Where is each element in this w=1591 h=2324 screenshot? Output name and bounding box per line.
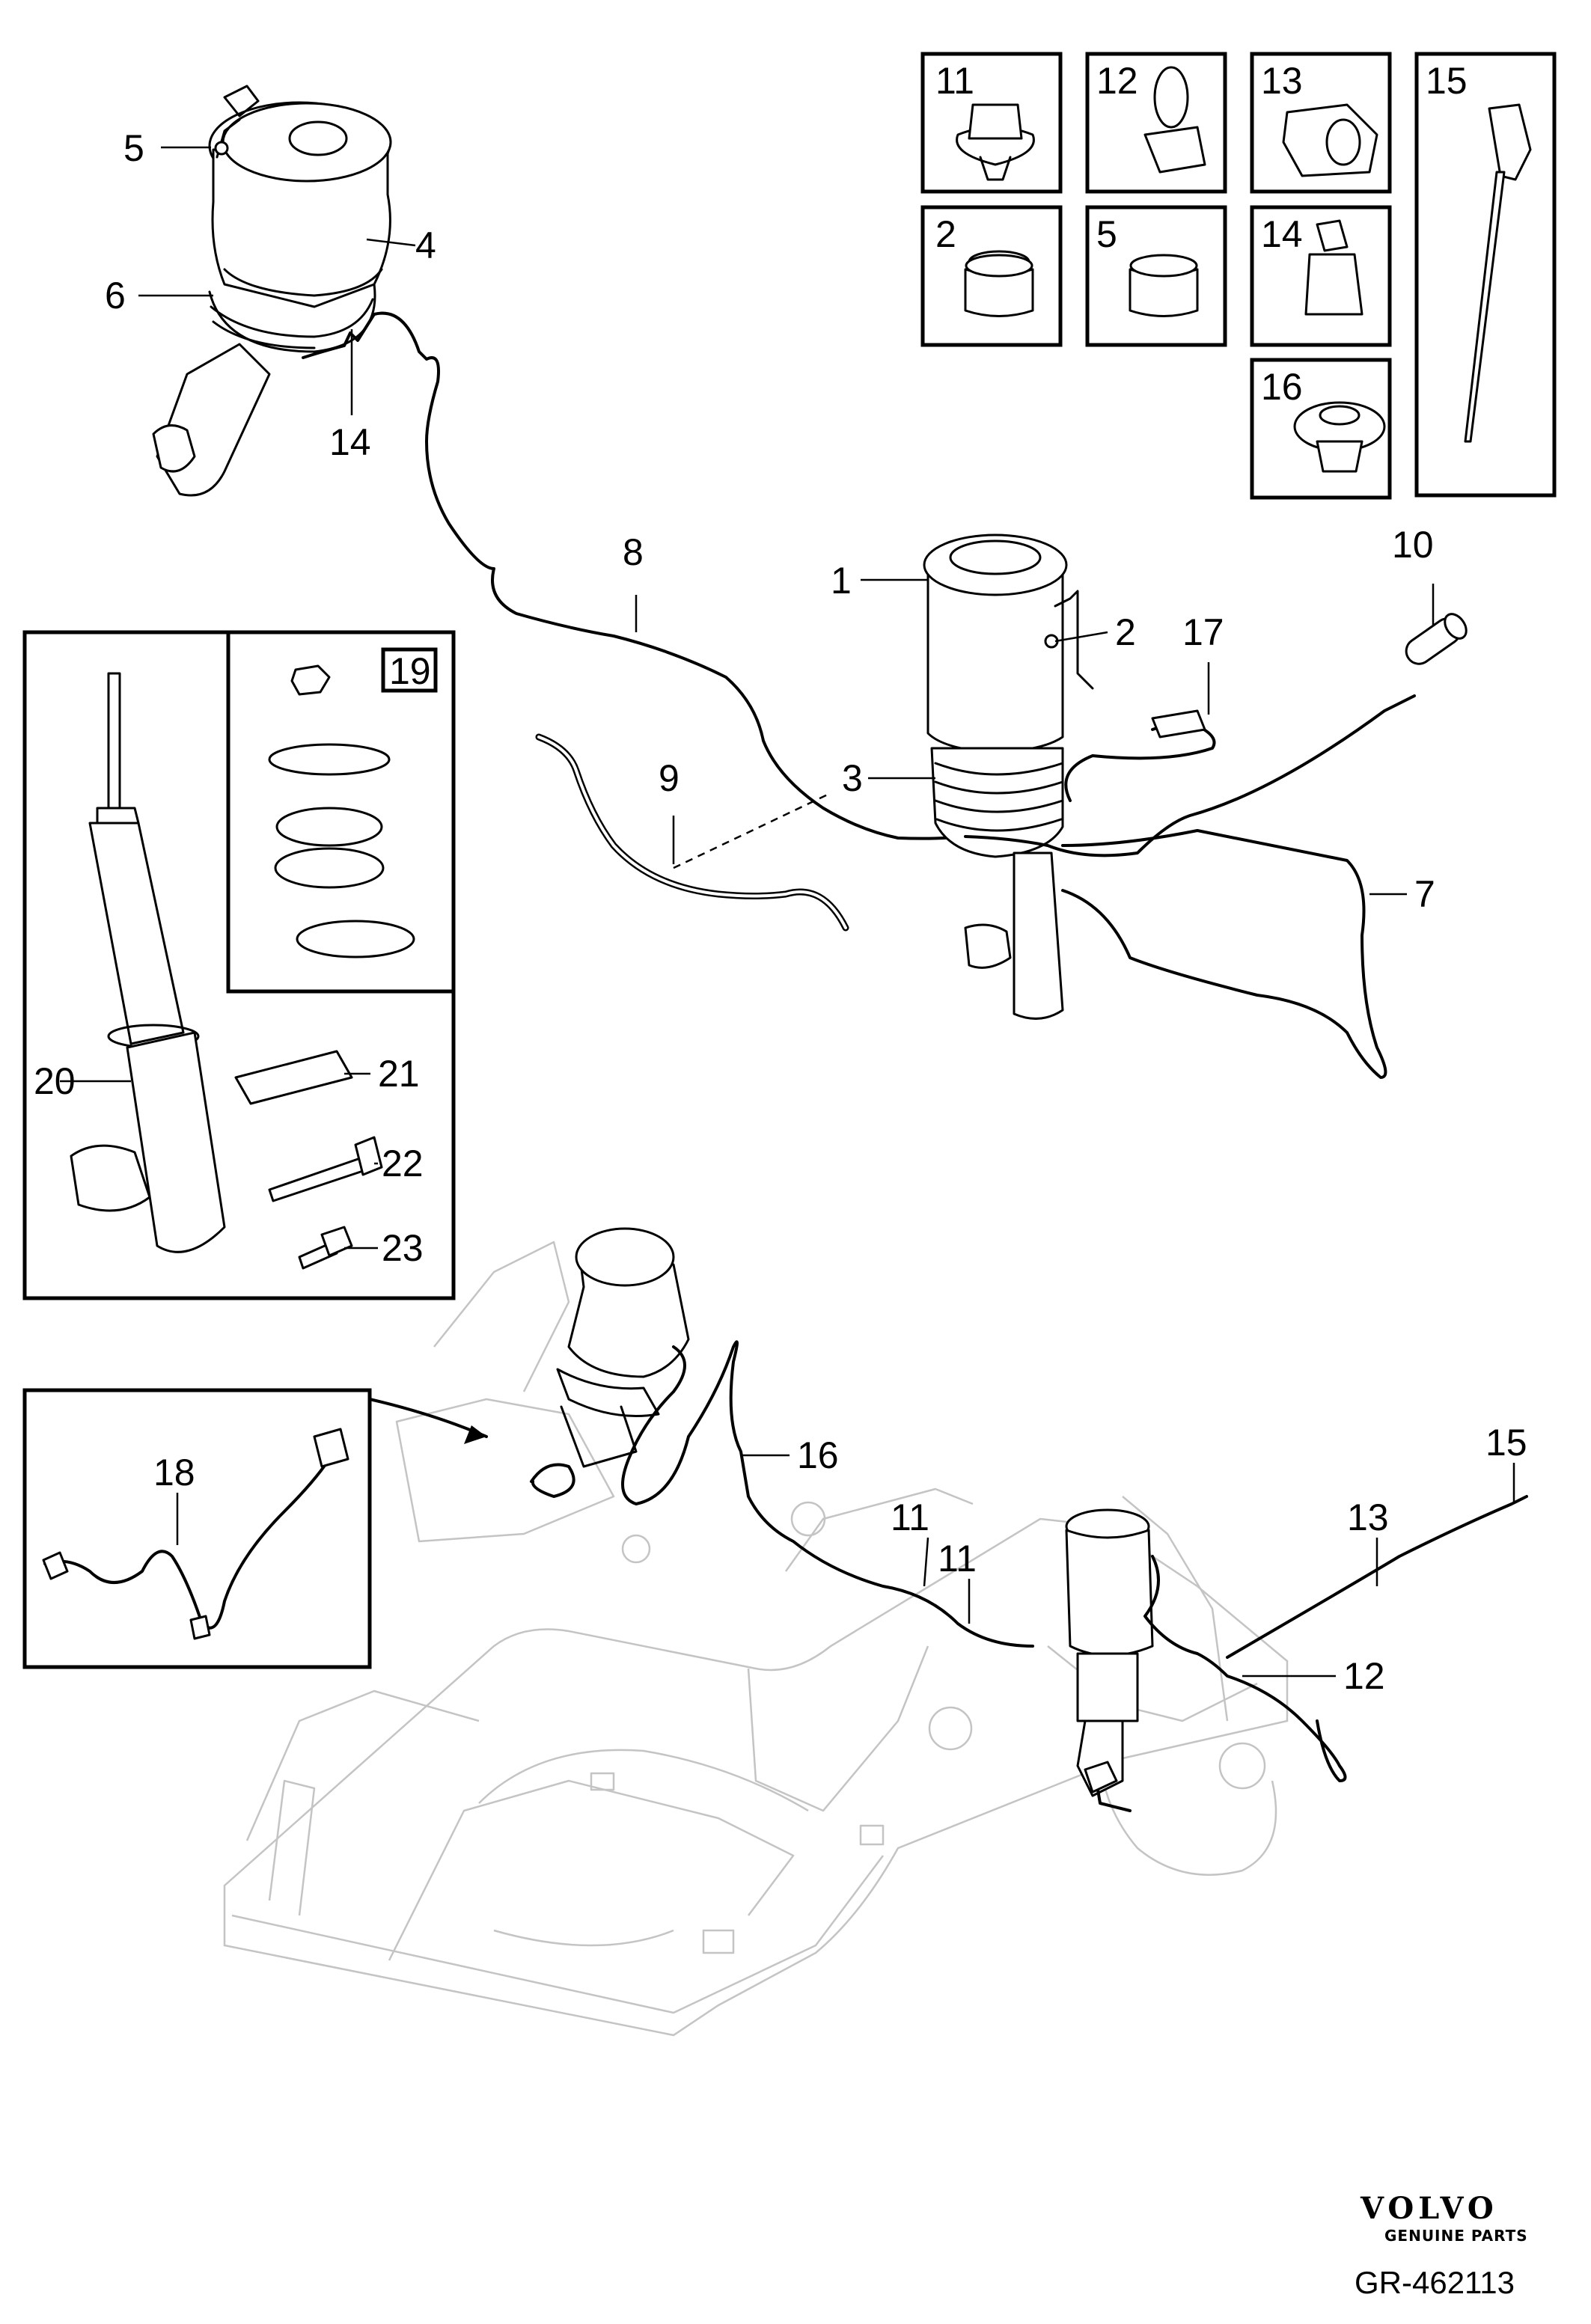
sensor-inset-box [22,1388,372,1669]
detail-label-5: 5 [1096,213,1117,255]
callout-labels: 5 4 6 14 8 1 2 17 10 3 9 7 20 21 22 23 1… [34,127,1527,1697]
shock-absorber-kit-box: 19 [22,630,456,1300]
detail-box-14: 14 [1250,205,1392,347]
front-subframe [223,1241,1289,2037]
detail-box-5: 5 [1085,205,1227,347]
callout-12: 12 [1343,1655,1385,1697]
detail-box-2: 2 [920,205,1063,347]
callout-11a: 11 [891,1496,929,1538]
callout-15: 15 [1485,1422,1527,1464]
reference-number: GR-462113 [1355,2265,1515,2300]
kit-label: 19 [389,650,431,692]
detail-label-2: 2 [935,213,956,255]
callout-4: 4 [415,224,436,266]
inset-pointer [368,1398,488,1438]
callout-3: 3 [842,757,863,799]
air-line-7 [964,694,1416,1079]
detail-box-12: 12 [1085,52,1227,194]
detail-label-13: 13 [1261,60,1303,102]
callout-1: 1 [831,560,852,602]
detail-label-16: 16 [1261,366,1303,408]
callout-22: 22 [382,1143,424,1184]
detail-box-11: 11 [920,52,1063,194]
detail-label-11: 11 [935,60,974,102]
callout-9: 9 [659,757,680,799]
callout-7: 7 [1414,873,1435,915]
installed-strut-right [1065,1495,1528,1812]
brand-block: VOLVO GENUINE PARTS GR-462113 [1355,2191,1528,2300]
callout-16: 16 [797,1434,839,1476]
callout-23: 23 [382,1227,424,1269]
connector-10 [1405,613,1468,665]
detail-box-15: 15 [1414,52,1557,498]
brand-logo: VOLVO [1360,2191,1498,2226]
callout-21: 21 [378,1053,420,1095]
detail-box-13: 13 [1250,52,1392,194]
callout-6: 6 [105,275,126,317]
leader-lines [60,146,1515,1678]
callout-17: 17 [1182,611,1224,653]
detail-box-16: 16 [1250,358,1392,500]
inset-arrowhead [464,1425,486,1444]
callout-20: 20 [34,1060,76,1102]
callout-13: 13 [1347,1496,1389,1538]
callout-11b: 11 [938,1538,977,1580]
installed-strut-left [530,1227,1034,1648]
callout-5: 5 [123,127,144,169]
detail-label-15: 15 [1426,60,1468,102]
callout-14: 14 [329,421,371,463]
air-strut-main [923,533,1216,1020]
detail-label-12: 12 [1096,60,1138,102]
callout-8: 8 [623,531,644,573]
callout-10: 10 [1392,524,1434,566]
air-strut-left [152,85,967,840]
callout-2: 2 [1115,611,1136,653]
air-line-9 [535,733,849,932]
callout-18: 18 [153,1452,195,1493]
detail-label-14: 14 [1261,213,1303,255]
brand-tagline: GENUINE PARTS [1384,2227,1528,2245]
